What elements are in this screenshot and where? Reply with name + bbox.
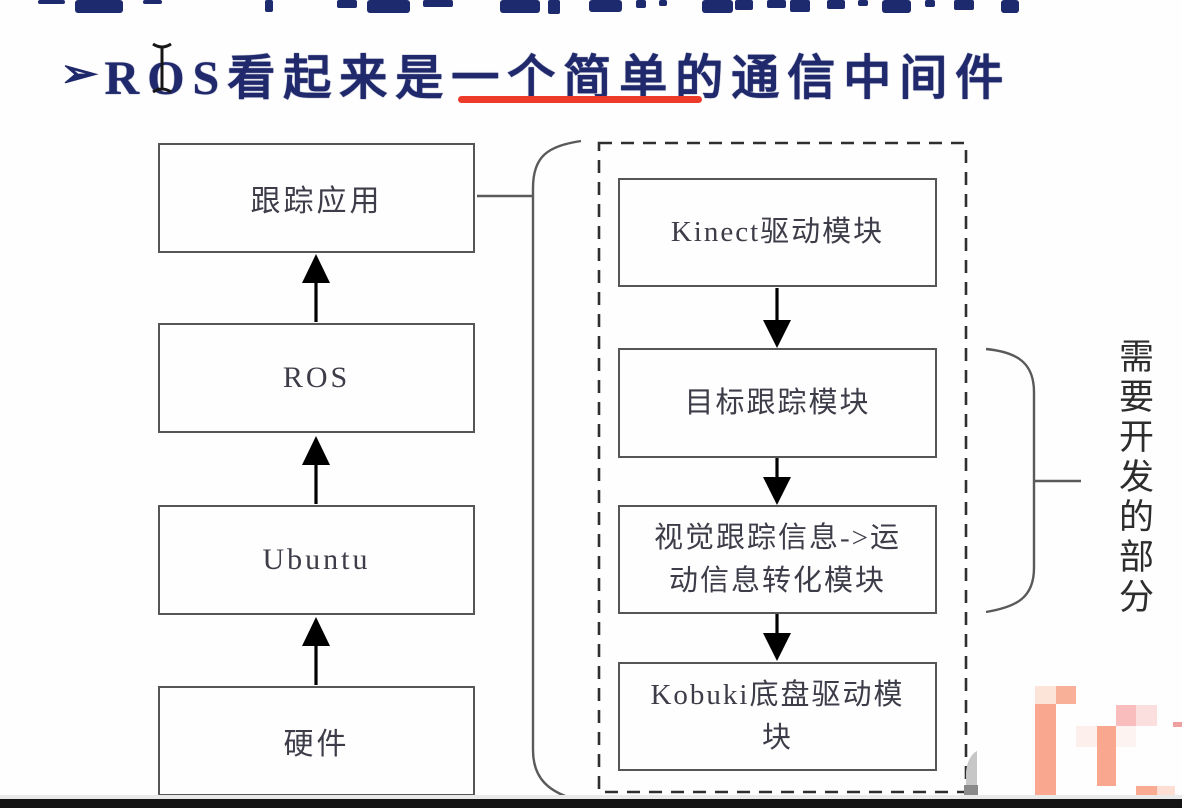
down-arrowheads (763, 320, 791, 661)
ibeam-text-cursor (152, 42, 172, 94)
watermark-blocks (1035, 686, 1182, 806)
box-kinect-driver: Kinect驱动模块 (618, 178, 937, 287)
box-ros: ROS (158, 323, 475, 433)
box-vision-to-motion: 视觉跟踪信息->运动信息转化模块 (618, 505, 937, 614)
up-arrowheads (302, 254, 330, 646)
box-ubuntu: Ubuntu (158, 505, 475, 615)
red-underline-annotation (458, 96, 702, 103)
annotation-label-vertical: 需要开发的部分 (1114, 338, 1153, 618)
box-target-tracking: 目标跟踪模块 (618, 348, 937, 458)
bottom-gray-strip (0, 795, 1182, 799)
pipeline-dashed-border (597, 141, 968, 794)
annotation-brace (985, 347, 1036, 614)
left-grouping-brace (531, 139, 582, 803)
box-kobuki-driver: Kobuki底盘驱动模块 (618, 662, 937, 771)
cropped-title-fragments (38, 0, 1019, 14)
box-tracking-app: 跟踪应用 (158, 143, 475, 253)
box-hardware: 硬件 (158, 686, 475, 796)
bullet-arrow-icon: ➢ (60, 51, 99, 96)
bottom-black-bar (0, 799, 1182, 808)
